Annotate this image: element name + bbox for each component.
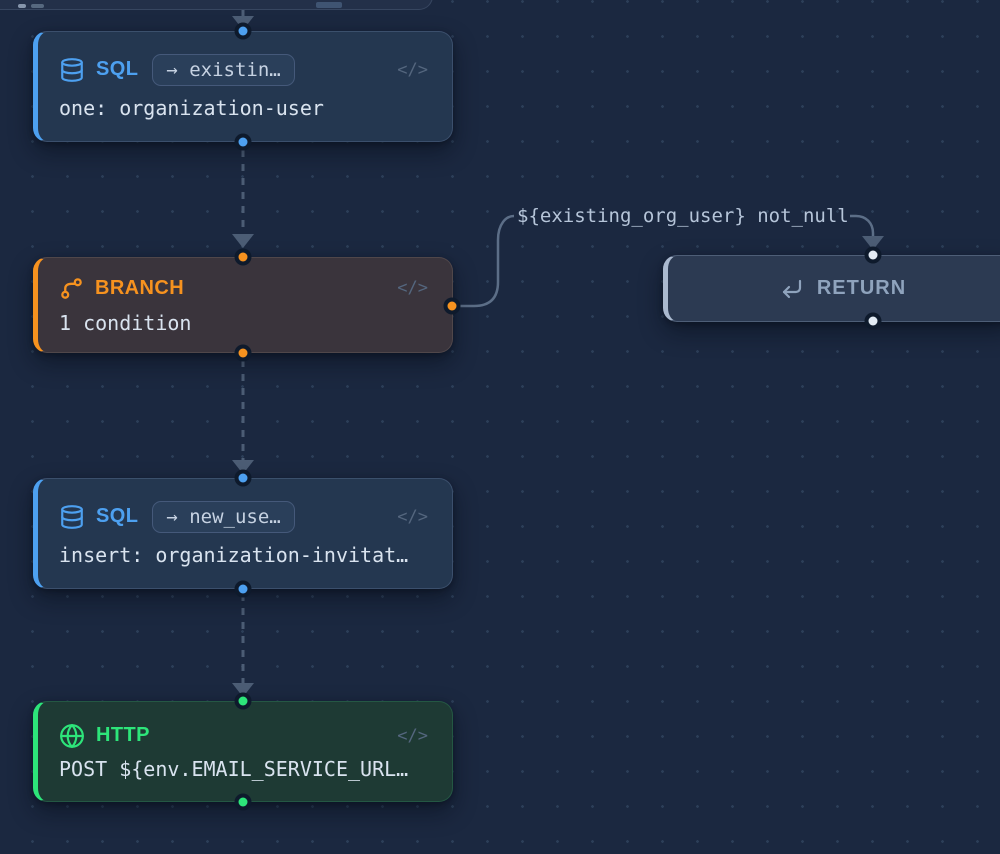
- node-type-label: SQL: [96, 58, 139, 80]
- output-variable-badge[interactable]: → new_use…: [152, 500, 295, 533]
- edge-condition-label: ${existing_org_user} not_null: [517, 205, 849, 227]
- handle-branch-in[interactable]: [238, 252, 248, 262]
- edge-branch-to-sql-insert[interactable]: [232, 360, 254, 474]
- handle-branch-true-out[interactable]: [447, 301, 457, 311]
- partial-node-badge-fragment: [316, 2, 342, 8]
- node-summary: one: organization-user: [59, 95, 324, 120]
- git-branch-icon: [61, 277, 82, 299]
- edge-branch-to-return[interactable]: [452, 214, 884, 308]
- http-node-email-service[interactable]: HTTP </> POST ${env.EMAIL_SERVICE_URL…: [33, 701, 453, 802]
- partial-node-label-fragment: [31, 4, 44, 8]
- node-summary: insert: organization-invitat…: [59, 542, 409, 567]
- handle-branch-out[interactable]: [238, 348, 248, 358]
- code-icon[interactable]: </>: [397, 725, 428, 746]
- sql-node-existing-org-user[interactable]: SQL → existin… </> one: organization-use…: [33, 31, 453, 142]
- handle-sql-top-in[interactable]: [238, 26, 248, 36]
- handle-sql-insert-out[interactable]: [238, 584, 248, 594]
- handle-http-in[interactable]: [238, 696, 248, 706]
- node-summary: 1 condition: [59, 310, 192, 335]
- edge-sql-top-to-branch[interactable]: [232, 150, 254, 248]
- database-icon: [61, 504, 83, 529]
- return-node[interactable]: RETURN: [663, 255, 1000, 322]
- node-type-label: RETURN: [816, 277, 907, 299]
- handle-return-out[interactable]: [868, 316, 878, 326]
- code-icon[interactable]: </>: [397, 278, 428, 298]
- database-icon: [61, 57, 83, 82]
- handle-http-out[interactable]: [238, 797, 248, 807]
- handle-sql-top-out[interactable]: [238, 137, 248, 147]
- node-summary: POST ${env.EMAIL_SERVICE_URL…: [59, 756, 409, 781]
- edge-sql-insert-to-http[interactable]: [232, 594, 254, 697]
- partial-node-cut-off-top[interactable]: [0, 0, 433, 10]
- return-arrow-icon: [782, 279, 801, 298]
- code-icon[interactable]: </>: [397, 59, 428, 80]
- handle-return-in[interactable]: [868, 250, 878, 260]
- code-icon[interactable]: </>: [397, 506, 428, 527]
- branch-node[interactable]: BRANCH </> 1 condition: [33, 257, 453, 353]
- node-type-label: BRANCH: [95, 276, 185, 299]
- node-type-label: SQL: [96, 505, 139, 527]
- globe-icon: [60, 723, 84, 748]
- sql-node-new-user-invitation[interactable]: SQL → new_use… </> insert: organization-…: [33, 478, 453, 589]
- node-type-label: HTTP: [96, 724, 150, 746]
- partial-node-icon: [18, 4, 26, 8]
- handle-sql-insert-in[interactable]: [238, 473, 248, 483]
- output-variable-badge[interactable]: → existin…: [152, 53, 295, 86]
